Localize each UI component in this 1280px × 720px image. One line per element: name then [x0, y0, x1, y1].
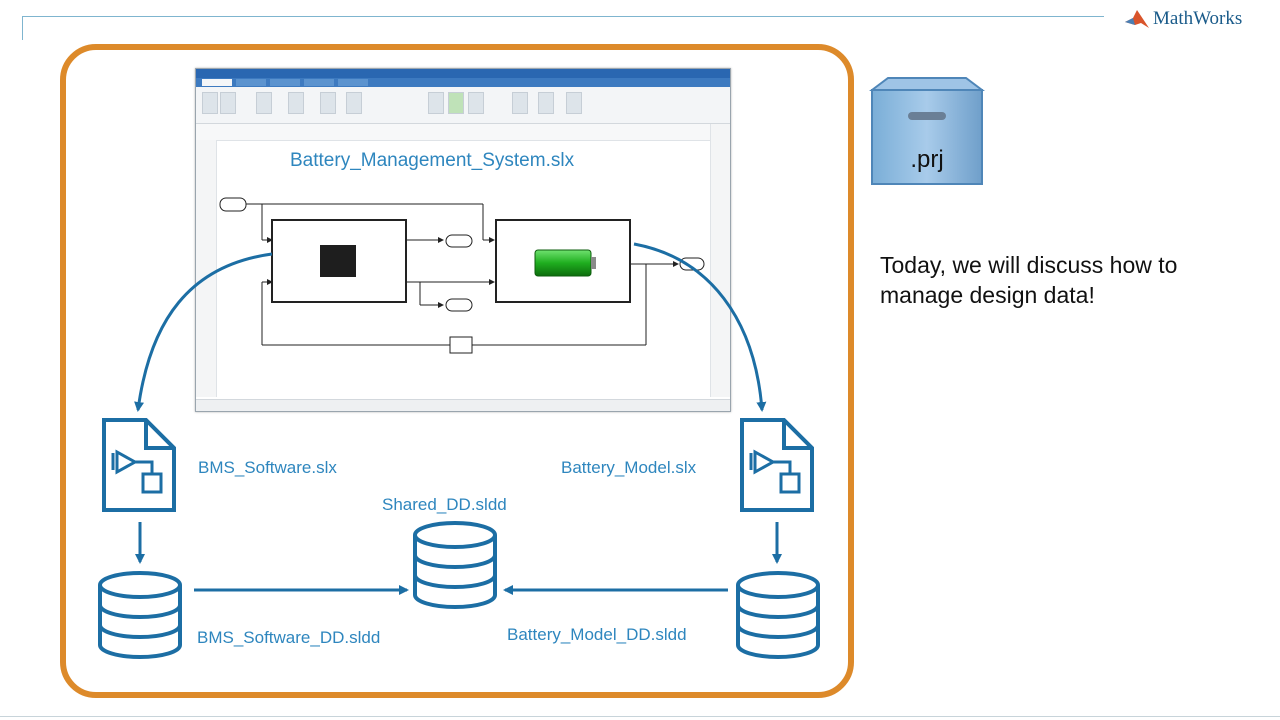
inport-staterequest[interactable] [219, 197, 247, 212]
header-divider [22, 16, 1104, 17]
header-divider-tick [22, 16, 23, 40]
toolstrip-button[interactable] [468, 92, 484, 114]
ribbon-tab[interactable] [338, 79, 368, 86]
ribbon-tab[interactable] [270, 79, 300, 86]
toolstrip-button[interactable] [512, 92, 528, 114]
toolstrip-button[interactable] [566, 92, 582, 114]
palette-sidebar [196, 140, 217, 397]
project-file-label: .prj [910, 146, 944, 173]
chip-icon [320, 245, 356, 277]
outport-bms-output[interactable] [445, 298, 473, 312]
mathworks-logo: MathWorks [1124, 6, 1242, 32]
window-title-bar [196, 69, 730, 78]
database-icon-left [98, 571, 182, 659]
membrane-icon [1125, 10, 1149, 28]
property-sidebar [710, 124, 730, 397]
toolstrip-button[interactable] [428, 92, 444, 114]
model-title: Battery_Management_System.slx [290, 150, 575, 171]
slx-file-icon-right [740, 418, 814, 512]
status-bar [196, 399, 730, 411]
ribbon-tab[interactable] [236, 79, 266, 86]
project-frame [60, 44, 854, 698]
slx-file-icon-left [102, 418, 176, 512]
slide-caption: Today, we will discuss how to manage des… [880, 252, 1178, 308]
toolstrip-button[interactable] [538, 92, 554, 114]
ribbon-tab[interactable] [304, 79, 334, 86]
database-icon-right [736, 571, 820, 659]
shared-dd-label: Shared_DD.sldd [382, 495, 507, 514]
footer-divider [0, 716, 1280, 717]
toolstrip-button[interactable] [288, 92, 304, 114]
bms-software-dd-label: BMS_Software_DD.sldd [197, 628, 381, 647]
toolstrip [196, 87, 730, 124]
curved-arrow-right [633, 242, 767, 412]
toolstrip-button[interactable] [220, 92, 236, 114]
sleep-subsystem-block[interactable] [449, 336, 473, 354]
toolstrip-button[interactable] [202, 92, 218, 114]
model-browser-bar [196, 124, 730, 141]
bms-software-slx-label: BMS_Software.slx [198, 458, 337, 477]
battery-icon [534, 249, 592, 277]
database-icon-center [413, 521, 497, 609]
toolstrip-button[interactable] [256, 92, 272, 114]
logo-text: MathWorks [1153, 8, 1243, 29]
outport-bms-info[interactable] [445, 234, 473, 248]
battery-model-dd-label: Battery_Model_DD.sldd [507, 625, 687, 644]
battery-model-slx-label: Battery_Model.slx [561, 458, 697, 477]
toolstrip-button[interactable] [320, 92, 336, 114]
ribbon-tabs [196, 78, 730, 87]
ribbon-tab[interactable] [202, 79, 232, 86]
curved-arrow-left [134, 252, 273, 412]
toolstrip-button[interactable] [346, 92, 362, 114]
outport-to-bms[interactable] [679, 257, 705, 271]
run-button[interactable] [448, 92, 464, 114]
project-box-icon [869, 77, 985, 185]
simulink-diagram [219, 197, 705, 354]
